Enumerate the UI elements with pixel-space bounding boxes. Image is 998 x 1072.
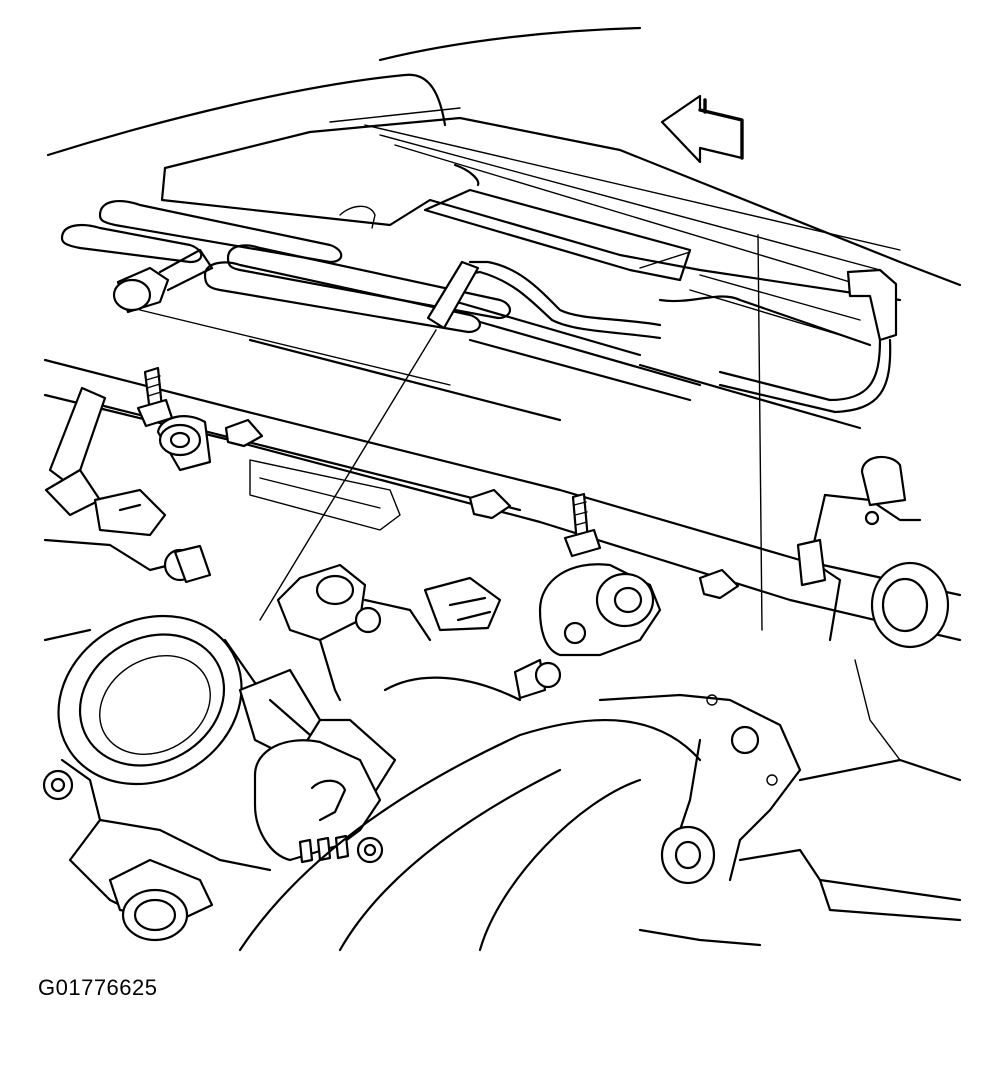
left-injector-clip xyxy=(44,386,107,517)
front-direction-arrow-icon xyxy=(660,94,744,164)
throttle-body xyxy=(57,614,397,922)
coolant-outlet xyxy=(538,563,662,657)
engine-mount-bracket xyxy=(796,455,950,649)
vacuum-hose xyxy=(259,260,662,621)
engine-line-drawing xyxy=(42,26,962,952)
engine-block-lower xyxy=(43,538,901,947)
fuel-rail-bolt-1 xyxy=(136,366,174,428)
sensor-bracket xyxy=(276,563,367,702)
hood-outline xyxy=(46,26,642,157)
fuel-rail-bolt-2 xyxy=(224,418,264,448)
accessory-bracket xyxy=(598,693,962,922)
fuel-rail-fitting xyxy=(156,415,212,472)
right-hose-connector xyxy=(718,234,898,631)
throttle-body-bolt xyxy=(513,658,562,700)
intake-manifold-cover xyxy=(60,107,962,430)
throttle-position-sensor xyxy=(253,739,384,864)
fuel-rail-bolt-5 xyxy=(698,568,740,600)
figure-id-label: G01776625 xyxy=(38,975,158,1000)
intake-air-duct xyxy=(238,676,702,952)
idle-air-control-valve xyxy=(42,769,214,942)
fuel-rail-bolt-3 xyxy=(468,488,512,520)
fuel-injector-1 xyxy=(93,488,167,537)
fuel-rail-bolt-4 xyxy=(563,492,602,558)
fuel-injector-2 xyxy=(423,576,502,632)
left-elbow-fitting xyxy=(112,248,214,314)
